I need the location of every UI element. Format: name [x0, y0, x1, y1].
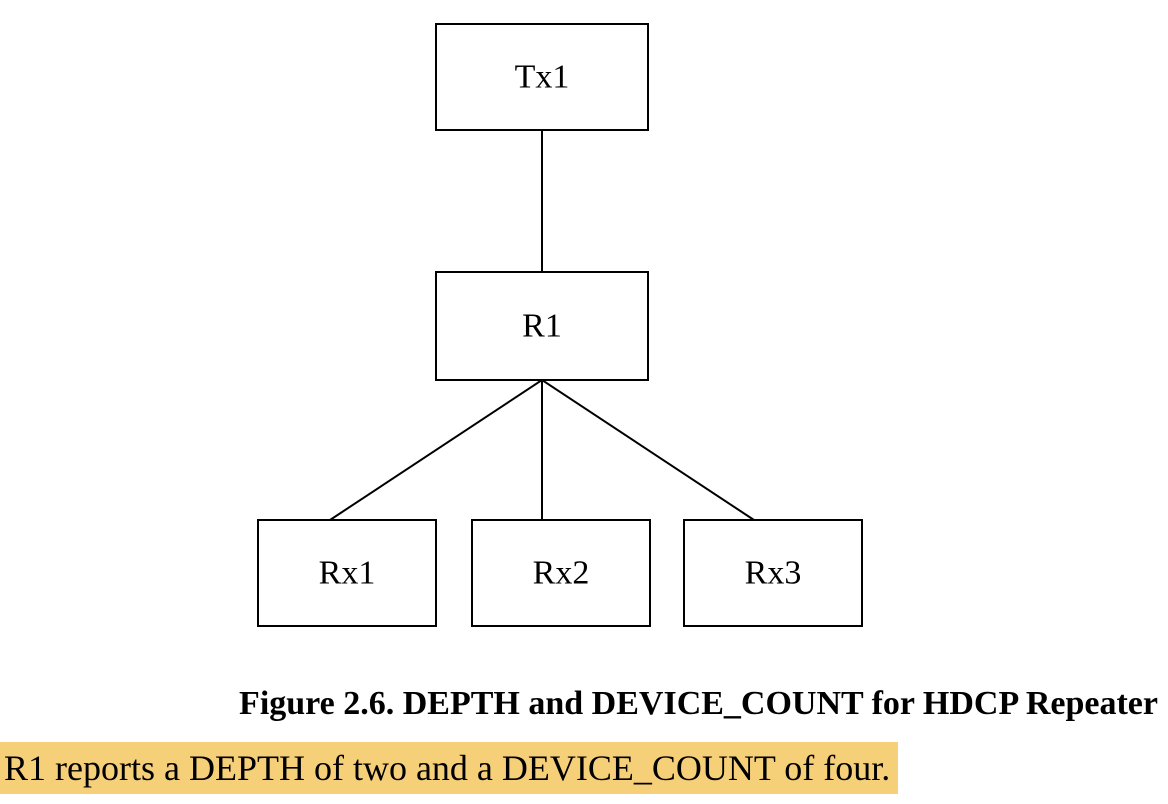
edge-r1-rx1: [329, 379, 543, 521]
highlighted-body-text: R1 reports a DEPTH of two and a DEVICE_C…: [0, 742, 899, 794]
repeater-topology-diagram: Tx1 R1 Rx1 Rx2 Rx3: [257, 23, 863, 627]
edge-r1-rx3: [541, 379, 755, 521]
node-r1: R1: [435, 271, 649, 381]
node-r1-label: R1: [522, 308, 562, 345]
node-rx1-label: Rx1: [319, 555, 376, 592]
node-rx1: Rx1: [257, 519, 437, 627]
node-rx3-label: Rx3: [745, 555, 802, 592]
node-rx3: Rx3: [683, 519, 863, 627]
node-rx2-label: Rx2: [533, 555, 590, 592]
figure-caption: Figure 2.6. DEPTH and DEVICE_COUNT for H…: [239, 685, 1158, 722]
node-tx1-label: Tx1: [515, 59, 570, 96]
node-rx2: Rx2: [471, 519, 651, 627]
node-tx1: Tx1: [435, 23, 649, 131]
